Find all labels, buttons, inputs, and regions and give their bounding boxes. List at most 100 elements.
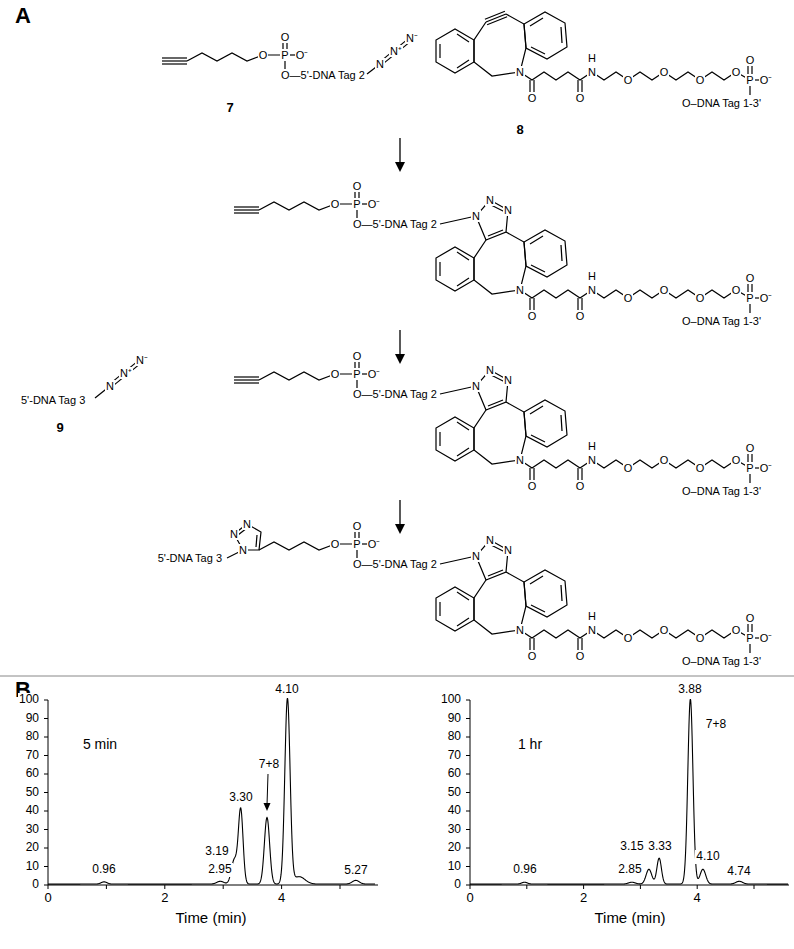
atom-label: N	[587, 454, 597, 466]
atom-label: O	[352, 520, 363, 532]
atom-label: O	[280, 31, 291, 43]
atom-label: O	[659, 284, 670, 296]
dbco-peg-structure	[436, 570, 766, 656]
chart-axes	[44, 700, 378, 889]
atom-label: O	[527, 310, 538, 322]
atom-label: N	[503, 204, 513, 216]
axis-tick-label: 50	[447, 786, 462, 799]
axis-tick-label: 10	[25, 860, 40, 873]
atom-label: P	[745, 462, 754, 474]
atom-label: O	[695, 632, 706, 644]
atom-label: N	[503, 374, 513, 386]
peak-label: 4.10	[695, 850, 720, 863]
time-point-label: 1 hr	[517, 737, 543, 752]
chart-axes	[466, 700, 789, 889]
atom-label: O	[330, 368, 341, 380]
atom-label: H	[587, 610, 597, 622]
compound-number: 9	[55, 421, 64, 435]
atom-label: P	[745, 292, 754, 304]
atom-label: O	[623, 462, 634, 474]
alkyne-bond	[162, 58, 187, 64]
axis-tick-label: 50	[25, 786, 40, 799]
atom-label: N	[485, 194, 495, 206]
atom-label: N	[515, 454, 525, 466]
axis-tick-label: 40	[25, 804, 40, 817]
axis-tick-label: 4	[693, 891, 702, 905]
axis-tick-label: 30	[447, 823, 462, 836]
reaction-arrow	[395, 330, 405, 364]
atom-label: O⁻	[367, 538, 382, 550]
atom-label: O	[745, 272, 756, 284]
atom-label: O	[659, 454, 670, 466]
dbco-peg-structure	[436, 400, 766, 486]
reaction-arrow	[395, 138, 405, 172]
atom-label: N	[238, 544, 248, 556]
atom-label: O	[527, 480, 538, 492]
axis-tick-label: 80	[25, 730, 40, 743]
atom-label: N	[515, 284, 525, 296]
axis-tick-label: 90	[25, 712, 40, 725]
atom-label: O⁻	[759, 632, 774, 644]
peak-label: 3.19	[204, 845, 229, 858]
axis-tick-label: 60	[447, 767, 462, 780]
dna-tag-label: O–DNA Tag 1-3'	[681, 485, 762, 497]
atom-label: O	[330, 538, 341, 550]
atom-label: O	[659, 66, 670, 78]
atom-label: N	[375, 58, 385, 70]
axis-tick-label: 10	[447, 860, 462, 873]
atom-label: O	[695, 74, 706, 86]
axis-tick-label: 100	[18, 693, 40, 706]
time-point-label: 5 min	[82, 737, 118, 752]
atom-label: O	[731, 284, 742, 296]
axis-tick-label: 70	[25, 749, 40, 762]
atom-label: O	[695, 292, 706, 304]
peak-label: 3.15	[619, 840, 644, 853]
atom-label: O⁻	[759, 462, 774, 474]
atom-label: P	[352, 368, 361, 380]
dna-tag-label: O–DNA Tag 1-3'	[681, 315, 762, 327]
atom-label: O	[527, 650, 538, 662]
dna-tag-label: O–DNA Tag 1-3'	[681, 97, 762, 109]
panel-letter: A	[14, 4, 32, 28]
axis-tick-label: 80	[447, 730, 462, 743]
atom-label: P	[745, 74, 754, 86]
dna-tag-label: O—5'-DNA Tag 2	[352, 558, 438, 570]
dna-tag-label: O–DNA Tag 1-3'	[681, 655, 762, 667]
atom-label: N	[587, 284, 597, 296]
compound-number: 8	[515, 123, 524, 137]
dbco-peg-structure	[436, 230, 766, 316]
leader-arrow	[264, 774, 271, 811]
axis-tick-label: 20	[447, 841, 462, 854]
atom-label: O	[659, 624, 670, 636]
atom-label: O	[731, 624, 742, 636]
axis-title: Time (min)	[174, 910, 247, 927]
atom-label: N	[471, 380, 481, 392]
dna-tag-label: O—5'-DNA Tag 2	[280, 69, 366, 81]
atom-label: O	[745, 442, 756, 454]
atom-label: O	[330, 198, 341, 210]
atom-label: P	[280, 49, 289, 61]
atom-label: O	[352, 180, 363, 192]
reaction-arrow	[395, 500, 405, 534]
peak-label: 3.88	[677, 683, 702, 696]
axis-tick-label: 100	[440, 693, 462, 706]
peak-label: 7+8	[705, 718, 727, 731]
dna-tag-label: O—5'-DNA Tag 2	[352, 218, 438, 230]
alkyne-bond	[234, 207, 259, 213]
atom-label: O	[575, 310, 586, 322]
atom-label: P	[352, 198, 361, 210]
peak-label: 3.30	[228, 791, 253, 804]
axis-tick-label: 20	[25, 841, 40, 854]
atom-label: H	[587, 440, 597, 452]
peak-label: 0.96	[512, 863, 537, 876]
axis-tick-label: 90	[447, 712, 462, 725]
peak-label: 2.95	[207, 863, 232, 876]
atom-label: N	[515, 66, 525, 78]
peak-label: 2.85	[617, 863, 642, 876]
axis-tick-label: 2	[579, 891, 588, 905]
axis-tick-label: 30	[25, 823, 40, 836]
atom-label: N⁻	[405, 32, 419, 44]
